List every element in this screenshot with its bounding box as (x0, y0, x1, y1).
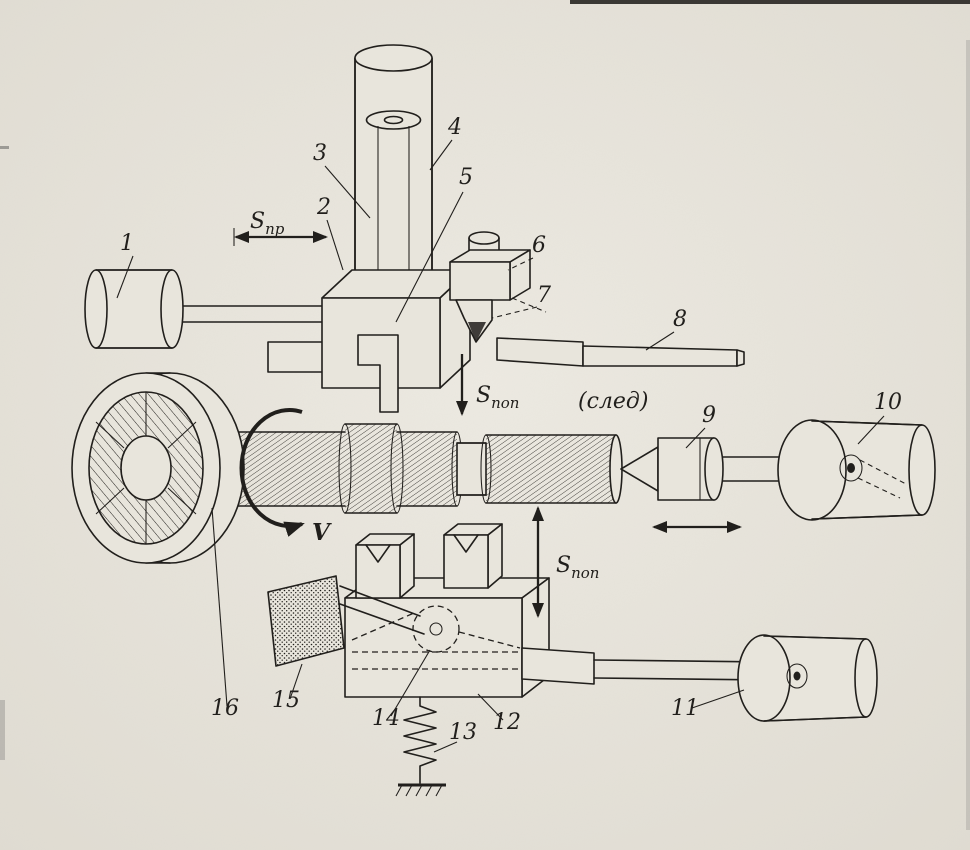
clamp-prong-right (443, 523, 503, 589)
cross-feed-lower: Sпоп (532, 506, 599, 618)
part-callouts: 1 2 3 4 5 6 7 8 9 10 11 12 13 14 15 16 (116, 115, 902, 753)
scan-artifact-left-edge (0, 700, 5, 760)
vertical-cylinder-part4 (354, 44, 433, 296)
callout-8: 8 (645, 307, 687, 351)
svg-text:11: 11 (671, 696, 699, 721)
callout-7: 7 (491, 283, 551, 319)
svg-text:13: 13 (449, 720, 477, 745)
callout-3: 3 (313, 141, 371, 219)
scan-artifact-left-mark (0, 146, 9, 149)
feed-cross-lower-label: Sпоп (556, 553, 599, 582)
tool-head-part6 (449, 231, 547, 313)
svg-text:6: 6 (532, 233, 546, 258)
callout-10: 10 (857, 390, 902, 445)
svg-text:16: 16 (211, 696, 239, 721)
svg-text:12: 12 (493, 710, 521, 735)
trace-note-label: (след) (578, 389, 648, 414)
callout-14: 14 (372, 649, 431, 731)
workpiece-shaft (191, 423, 623, 514)
callout-12: 12 (477, 693, 521, 735)
svg-text:8: 8 (673, 307, 687, 332)
callout-15: 15 (272, 663, 303, 713)
longitudinal-feed: Sпр (233, 209, 328, 246)
scan-artifact-right-edge (966, 40, 970, 830)
callout-11: 11 (671, 689, 745, 721)
left-cylinder-part1 (84, 269, 325, 349)
svg-text:10: 10 (874, 390, 902, 415)
spring-part13 (395, 696, 446, 797)
hidden-lever-roller-part14 (351, 605, 521, 670)
callout-16: 16 (211, 507, 239, 721)
svg-text:15: 15 (272, 688, 300, 713)
callout-5: 5 (395, 165, 473, 323)
svg-text:4: 4 (447, 115, 462, 140)
callout-1: 1 (116, 231, 134, 299)
rear-cylinder-part10 (777, 419, 936, 521)
long-bar-part8 (496, 337, 745, 367)
drive-wheel (71, 372, 245, 564)
svg-text:2: 2 (316, 195, 331, 220)
callout-13: 13 (433, 720, 477, 753)
rotation-arrow: V (239, 408, 332, 546)
cutting-speed-label: V (312, 519, 332, 546)
ground-symbol (395, 783, 446, 797)
svg-text:1: 1 (120, 231, 134, 256)
cutting-tool-part7 (455, 299, 493, 343)
clamp-finger-part5 (357, 334, 399, 413)
tailstock-center-part9 (620, 437, 787, 501)
scan-artifact-top-line (570, 0, 970, 4)
svg-text:5: 5 (459, 165, 473, 190)
feed-cross-upper-label: Sпоп (476, 383, 519, 412)
rear-cylinder-part11 (737, 634, 878, 722)
stippled-block-part15 (267, 575, 345, 667)
clamp-prong-left (355, 533, 415, 599)
callout-9: 9 (685, 403, 716, 449)
feed-longitudinal-label: Sпр (250, 209, 285, 238)
svg-text:3: 3 (313, 141, 327, 166)
svg-text:14: 14 (372, 706, 400, 731)
callout-4: 4 (429, 115, 462, 171)
cross-feed-upper: Sпоп (456, 354, 519, 416)
callout-2: 2 (316, 195, 344, 271)
svg-text:7: 7 (537, 283, 551, 308)
svg-text:9: 9 (702, 403, 716, 428)
lower-shaft (521, 647, 771, 685)
callout-6: 6 (507, 233, 546, 271)
